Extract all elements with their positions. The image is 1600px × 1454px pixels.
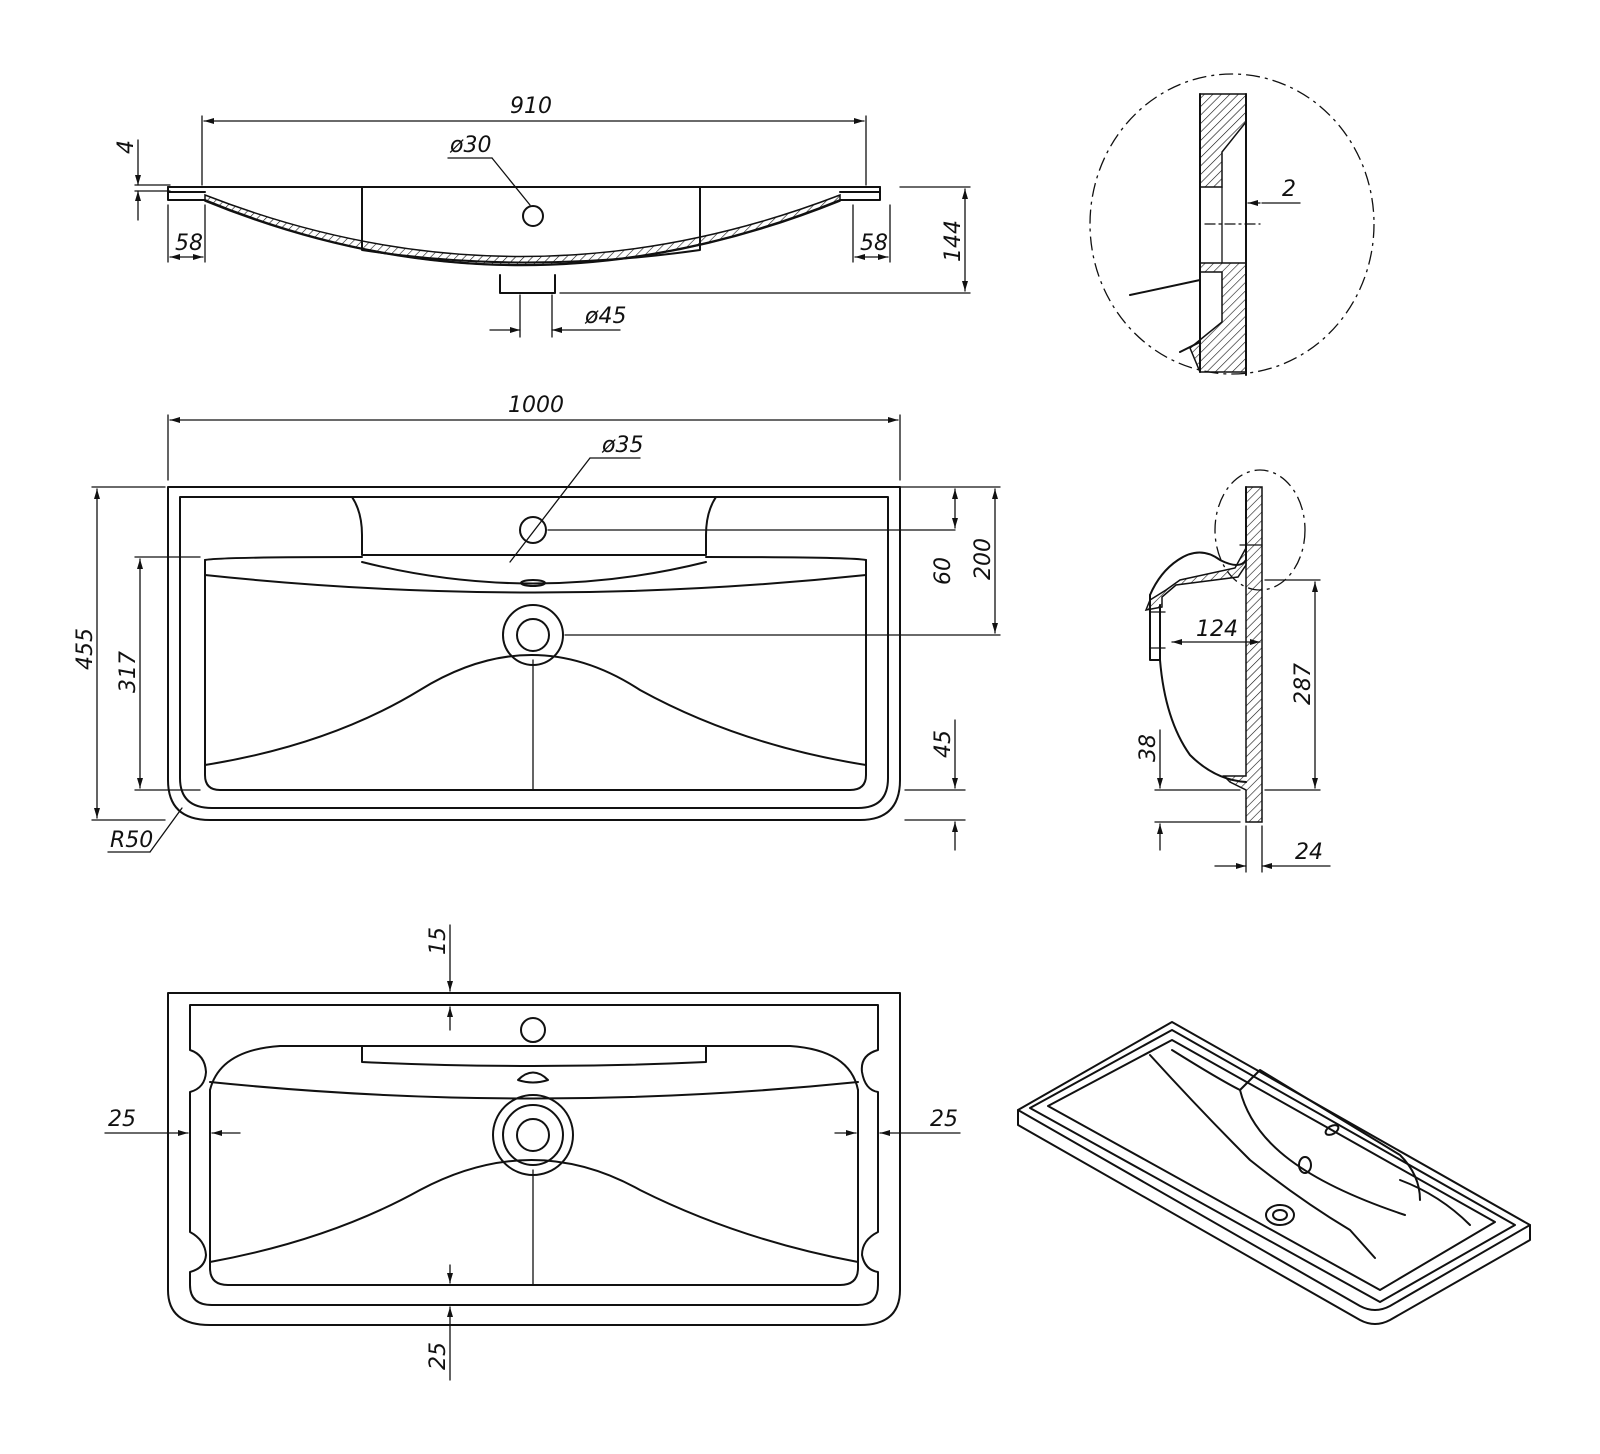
- top-drain-inner: [516, 618, 550, 652]
- top-dimensions: 1000 ø35 455 317 60 200 45: [73, 393, 1001, 853]
- dim-25-bottom: 25: [426, 1342, 451, 1370]
- top-tap-hole: [519, 516, 547, 544]
- bottom-tap-hole: [520, 1017, 546, 1043]
- dim-d30: ø30: [449, 133, 491, 158]
- front-view-outline: [167, 186, 881, 294]
- bottom-drain-outer: [492, 1094, 574, 1176]
- dim-200: 200: [971, 538, 996, 580]
- dim-124: 124: [1196, 617, 1238, 642]
- bottom-view: 15 25 25 25: [104, 924, 961, 1381]
- dim-4: 4: [114, 140, 139, 154]
- front-tap-hole: [522, 205, 544, 227]
- dim-58-right: 58: [860, 231, 888, 256]
- top-drain-outer: [502, 604, 564, 666]
- top-view-outline: [167, 486, 901, 821]
- detail-view: 2: [1089, 73, 1375, 376]
- side-view-outline: [1144, 469, 1306, 823]
- dim-38: 38: [1136, 734, 1161, 762]
- dim-455: 455: [73, 628, 98, 670]
- dim-287: 287: [1291, 663, 1316, 705]
- dim-d35: ø35: [601, 433, 643, 458]
- side-dimensions: 124 287 38 24: [1136, 579, 1331, 873]
- dim-25-right: 25: [930, 1107, 958, 1132]
- dim-60: 60: [931, 557, 956, 585]
- dim-d45: ø45: [584, 304, 626, 329]
- dim-317: 317: [116, 651, 141, 693]
- dim-2: 2: [1282, 177, 1296, 202]
- dim-r50: R50: [110, 828, 153, 853]
- side-view: 124 287 38 24: [1136, 469, 1331, 873]
- detail-boundary: [1089, 73, 1375, 375]
- top-view: 1000 ø35 455 317 60 200 45: [73, 393, 1001, 853]
- dim-1000: 1000: [508, 393, 564, 418]
- dim-144: 144: [941, 220, 966, 262]
- dim-24: 24: [1295, 840, 1323, 865]
- dim-15: 15: [426, 927, 451, 955]
- front-view: 910 4 ø30 58 58 144 ø45: [114, 94, 971, 338]
- isometric-view: [1017, 1021, 1531, 1325]
- dim-58-left: 58: [175, 231, 203, 256]
- dim-45: 45: [931, 730, 956, 758]
- front-dimensions: 910 4 ø30 58 58 144 ø45: [114, 94, 971, 338]
- dim-25-left: 25: [108, 1107, 136, 1132]
- bottom-view-outline: [167, 992, 901, 1326]
- bottom-drain-inner: [516, 1118, 550, 1152]
- dim-910: 910: [510, 94, 552, 119]
- bottom-dimensions: 15 25 25 25: [104, 924, 961, 1381]
- bottom-drain-mid: [502, 1104, 564, 1166]
